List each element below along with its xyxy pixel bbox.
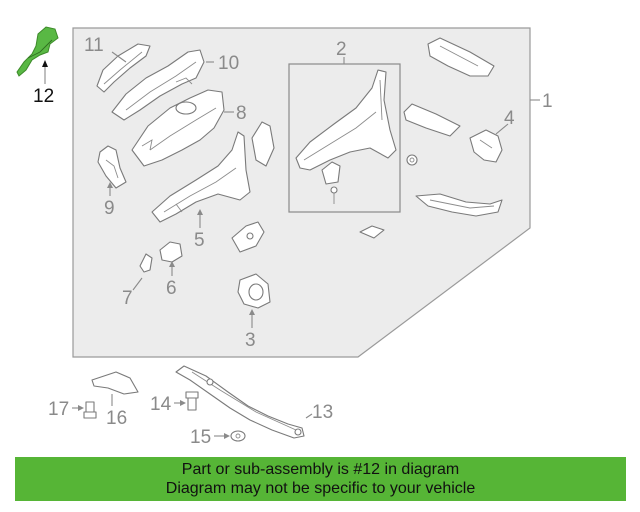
callout-16: 16 — [106, 408, 127, 429]
callout-2: 2 — [336, 39, 347, 60]
parts-diagram: 1 2 3 4 5 6 7 8 9 10 11 12 13 14 15 16 1… — [16, 26, 553, 448]
arrow-12 — [42, 60, 48, 67]
bracket-top-right[interactable] — [427, 37, 495, 77]
part-15[interactable] — [230, 430, 246, 442]
clip-small[interactable] — [359, 225, 385, 239]
callout-10: 10 — [218, 53, 239, 74]
part-16[interactable] — [91, 371, 139, 395]
callout-9: 9 — [104, 198, 115, 219]
assembly-frame — [72, 27, 531, 358]
bracket-b[interactable] — [231, 221, 265, 253]
part-12[interactable] — [16, 26, 59, 77]
part-11[interactable] — [96, 43, 151, 93]
part-3[interactable] — [237, 273, 271, 309]
callout-5: 5 — [194, 230, 205, 251]
part-10[interactable] — [111, 49, 205, 121]
callout-7: 7 — [122, 288, 133, 309]
leader-11 — [111, 51, 127, 63]
part-5[interactable] — [151, 131, 251, 223]
part-14[interactable] — [185, 391, 199, 411]
callout-6: 6 — [166, 278, 177, 299]
arrow-3 — [249, 309, 255, 315]
leader-13 — [305, 413, 313, 419]
part-9[interactable] — [97, 145, 127, 189]
part-7[interactable] — [139, 253, 153, 273]
arrow-14 — [180, 400, 186, 406]
part-2-assembly[interactable] — [295, 69, 397, 204]
part-13[interactable] — [175, 365, 305, 439]
callout-3: 3 — [245, 330, 256, 351]
banner-line-2: Diagram may not be specific to your vehi… — [165, 480, 476, 497]
bracket-a[interactable] — [251, 121, 275, 167]
callout-11: 11 — [84, 35, 104, 56]
callout-8: 8 — [236, 103, 247, 124]
part-4[interactable] — [469, 129, 503, 163]
callout-14: 14 — [150, 394, 172, 415]
part-17[interactable] — [83, 401, 97, 419]
part-6[interactable] — [159, 241, 183, 263]
arrow-9 — [107, 182, 113, 188]
leader-7 — [132, 277, 143, 291]
nut-small[interactable] — [406, 154, 418, 166]
callout-1: 1 — [542, 91, 553, 112]
leader-4 — [495, 123, 509, 135]
bracket-mid-right[interactable] — [403, 103, 461, 137]
part-8[interactable] — [131, 89, 225, 167]
callout-4: 4 — [504, 108, 515, 129]
callout-12: 12 — [33, 86, 54, 107]
bracket-bottom-right[interactable] — [415, 193, 503, 217]
arrow-6 — [169, 261, 175, 267]
callout-15: 15 — [190, 427, 211, 448]
arrow-15 — [224, 433, 230, 439]
callout-13: 13 — [312, 402, 333, 423]
info-banner: Part or sub-assembly is #12 in diagram D… — [15, 457, 626, 501]
callout-17: 17 — [48, 399, 69, 420]
arrow-5 — [197, 209, 203, 215]
banner-line-1: Part or sub-assembly is #12 in diagram — [181, 461, 460, 478]
arrow-17 — [78, 405, 84, 411]
